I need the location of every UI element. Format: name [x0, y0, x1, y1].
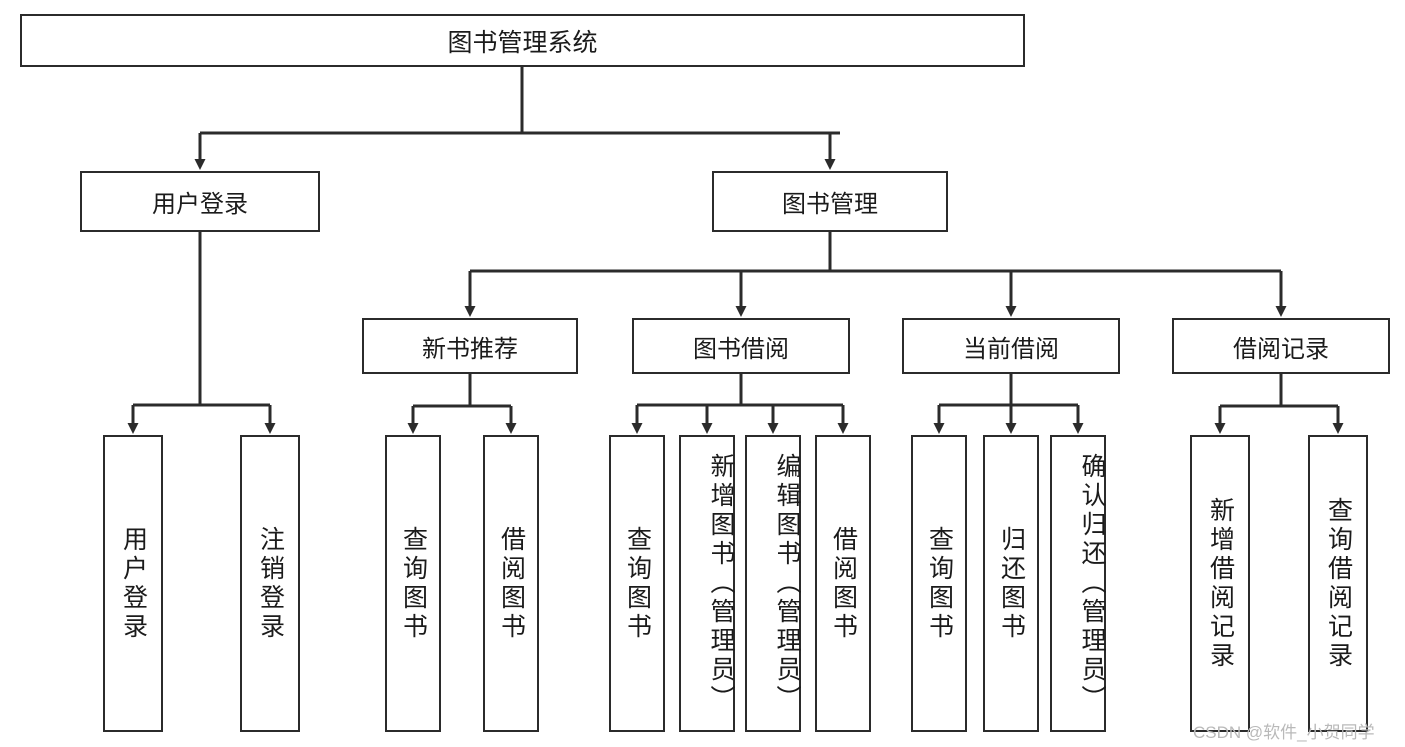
- leaf-node[interactable]: 用户登录: [103, 435, 163, 732]
- leaf-node[interactable]: 编辑图书（管理员）: [745, 435, 801, 732]
- node-new-book-recommend[interactable]: 新书推荐: [362, 318, 578, 374]
- leaf-node-label: 注销登录: [256, 525, 285, 642]
- leaf-node-label: 借阅图书: [829, 525, 858, 642]
- node-book-management-label: 图书管理: [782, 191, 878, 218]
- node-root-label: 图书管理系统: [447, 28, 598, 57]
- node-user-login[interactable]: 用户登录: [80, 171, 320, 232]
- node-borrow-record[interactable]: 借阅记录: [1172, 318, 1390, 374]
- leaf-node-label: 新增图书（管理员）: [707, 453, 735, 714]
- leaf-node-label: 确认归还（管理员）: [1078, 453, 1106, 714]
- leaf-node-label: 编辑图书（管理员）: [773, 453, 801, 714]
- node-borrow-record-label: 借阅记录: [1233, 335, 1329, 363]
- leaf-node[interactable]: 查询借阅记录: [1308, 435, 1368, 732]
- leaf-node[interactable]: 注销登录: [240, 435, 300, 732]
- leaf-node-label: 查询图书: [623, 525, 652, 642]
- node-current-borrow[interactable]: 当前借阅: [902, 318, 1120, 374]
- leaf-node-label: 查询图书: [925, 525, 954, 642]
- leaf-node-label: 查询借阅记录: [1324, 496, 1353, 671]
- leaf-node-label: 用户登录: [119, 525, 148, 642]
- leaf-node[interactable]: 归还图书: [983, 435, 1039, 732]
- leaf-node-label: 归还图书: [997, 525, 1026, 642]
- node-new-book-recommend-label: 新书推荐: [422, 335, 518, 363]
- leaf-node[interactable]: 借阅图书: [815, 435, 871, 732]
- leaf-node[interactable]: 借阅图书: [483, 435, 539, 732]
- node-root[interactable]: 图书管理系统: [20, 14, 1025, 67]
- leaf-node[interactable]: 查询图书: [911, 435, 967, 732]
- leaf-node[interactable]: 新增图书（管理员）: [679, 435, 735, 732]
- node-book-borrow-label: 图书借阅: [693, 335, 789, 363]
- csdn-watermark: CSDN @软件_小贺同学: [1193, 723, 1375, 742]
- leaf-node[interactable]: 查询图书: [609, 435, 665, 732]
- leaf-node-label: 新增借阅记录: [1206, 496, 1235, 671]
- node-book-borrow[interactable]: 图书借阅: [632, 318, 850, 374]
- node-user-login-label: 用户登录: [152, 191, 248, 218]
- leaf-node-label: 查询图书: [399, 525, 428, 642]
- leaf-node[interactable]: 新增借阅记录: [1190, 435, 1250, 732]
- leaf-node[interactable]: 查询图书: [385, 435, 441, 732]
- node-book-management[interactable]: 图书管理: [712, 171, 948, 232]
- node-current-borrow-label: 当前借阅: [963, 335, 1059, 363]
- leaf-node[interactable]: 确认归还（管理员）: [1050, 435, 1106, 732]
- leaf-node-label: 借阅图书: [497, 525, 526, 642]
